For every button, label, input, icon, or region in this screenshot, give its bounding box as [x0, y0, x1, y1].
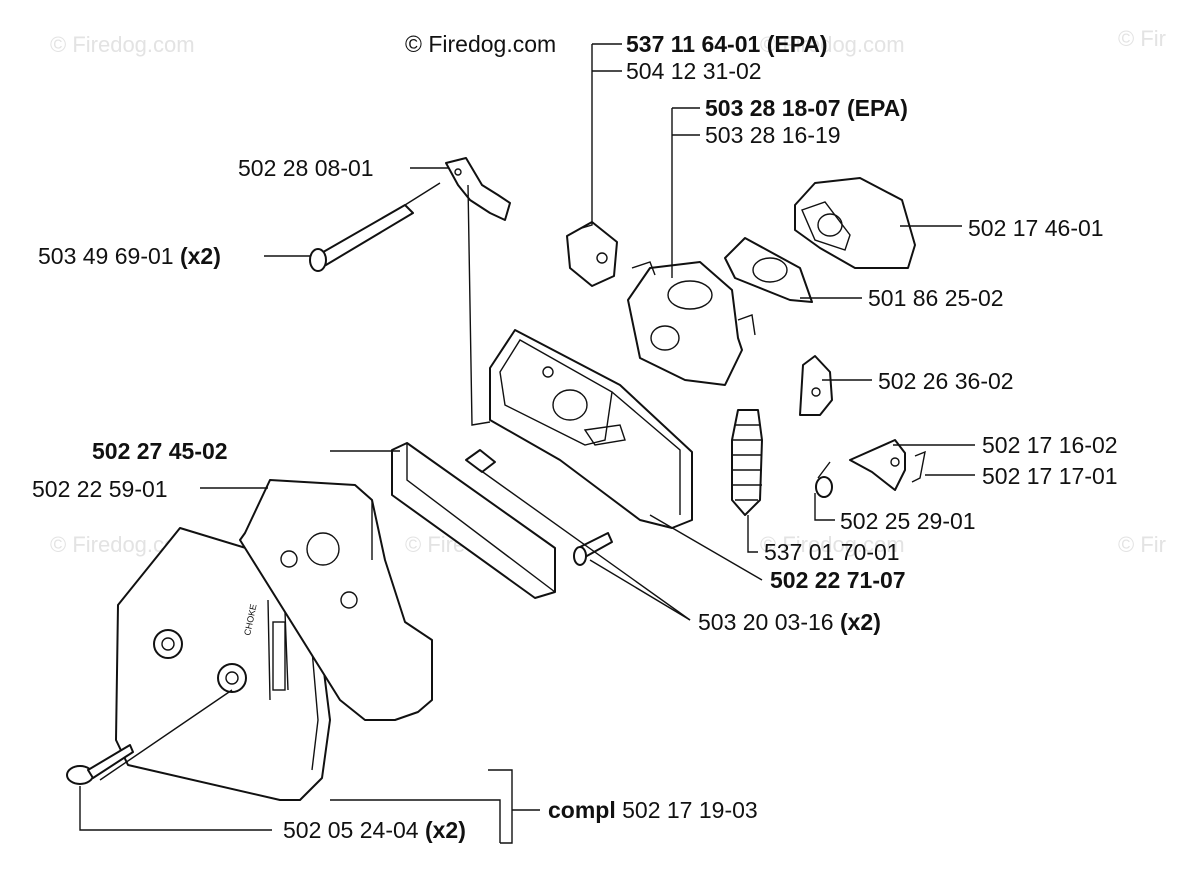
fuel-connector	[566, 221, 618, 287]
part-label-compl: compl 502 17 19-03	[548, 797, 758, 823]
knob-screw	[66, 744, 134, 785]
part-label-502052404: 502 05 24-04 (x2)	[283, 817, 466, 843]
cable-end	[815, 461, 833, 498]
part-label-503200316: 503 20 03-16 (x2)	[698, 609, 881, 635]
watermark: © Fir	[1118, 26, 1166, 51]
part-label-502171602: 502 17 16-02	[982, 432, 1118, 458]
part-label-502274502: 502 27 45-02	[92, 438, 228, 464]
bracket	[445, 157, 511, 221]
part-label-501862502: 501 86 25-02	[868, 285, 1004, 311]
part-label-503496901: 503 49 69-01 (x2)	[38, 243, 221, 269]
part-label-537116401: 537 11 64-01 (EPA)	[626, 31, 828, 57]
carburetor-gasket	[724, 237, 813, 303]
foam-filter	[391, 442, 556, 599]
long-screw	[309, 182, 441, 272]
part-label-503281619: 503 28 16-19	[705, 122, 841, 148]
watermark: © Firedog.com	[760, 532, 905, 557]
part-label-502252901: 502 25 29-01	[840, 508, 976, 534]
lever-clip	[911, 450, 926, 483]
carburetor	[627, 261, 756, 386]
leader-lines	[79, 43, 975, 844]
part-label-502280801: 502 28 08-01	[238, 155, 374, 181]
part-label-502171701: 502 17 17-01	[982, 463, 1118, 489]
bracket-guide-line	[467, 184, 491, 426]
part-label-502227107: 502 22 71-07	[770, 567, 906, 593]
cover-screw	[573, 532, 613, 566]
boot-spring	[731, 409, 763, 516]
watermark: © Fir	[1118, 532, 1166, 557]
part-label-502225901: 502 22 59-01	[32, 476, 168, 502]
part-label-503281807: 503 28 18-07 (EPA)	[705, 95, 908, 121]
copyright-label: © Firedog.com	[405, 31, 556, 57]
part-label-537017001: 537 01 70-01	[764, 539, 900, 565]
adjustment-plate	[799, 355, 833, 416]
part-label-502174601: 502 17 46-01	[968, 215, 1104, 241]
part-label-502263602: 502 26 36-02	[878, 368, 1014, 394]
watermark: © Firedog.com	[760, 32, 905, 57]
part-label-504123102: 504 12 31-02	[626, 58, 762, 84]
filter-backplate	[239, 479, 433, 721]
intake-manifold	[794, 177, 916, 269]
watermark: © Firedog.com	[50, 32, 195, 57]
housing-screw	[465, 449, 496, 473]
throttle-lever	[849, 439, 906, 491]
